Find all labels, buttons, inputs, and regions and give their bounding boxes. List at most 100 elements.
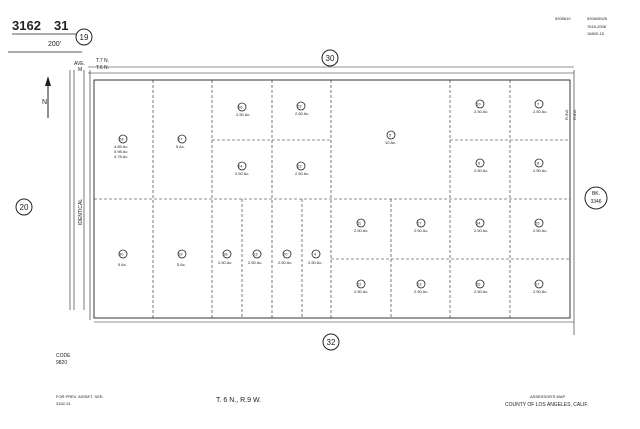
svg-text:13: 13 (253, 252, 258, 257)
township-7n: T.7 N. (96, 58, 109, 64)
svg-text:24: 24 (238, 164, 243, 169)
svg-text:2.50 Ac.: 2.50 Ac. (235, 171, 249, 176)
svg-text:4: 4 (314, 252, 317, 257)
range-8w-label: R.8W. (572, 109, 577, 120)
svg-text:30: 30 (119, 252, 124, 257)
svg-text:2.50 Ac.: 2.50 Ac. (295, 111, 309, 116)
range-9w-label: R.9W. (564, 109, 569, 120)
svg-text:2.50 Ac.: 2.50 Ac. (414, 289, 428, 294)
svg-text:18: 18 (223, 252, 228, 257)
assessor-county: COUNTY OF LOS ANGELES, CALIF. (505, 402, 588, 408)
svg-text:0.98 Ac.: 0.98 Ac. (114, 149, 128, 154)
svg-text:2.50 Ac.: 2.50 Ac. (533, 109, 547, 114)
code-value: 9820 (56, 360, 67, 366)
svg-text:2.50 Ac.: 2.50 Ac. (474, 228, 488, 233)
svg-text:12: 12 (357, 282, 362, 287)
parcel-30: 30 5 Ac. (118, 249, 128, 267)
svg-text:2.50 Ac.: 2.50 Ac. (236, 112, 250, 117)
parcel-7: 7 2.50 Ac. (533, 99, 547, 114)
parcel-27: 27 5 Ac. (176, 134, 187, 149)
parcel-28: 28 4.89 Ac. 0.98 Ac. 4.78 Ac. (114, 134, 128, 159)
svg-text:28: 28 (119, 137, 124, 142)
svg-text:5 Ac.: 5 Ac. (176, 144, 185, 149)
parcel-15: 15 2.50 Ac. (533, 218, 547, 233)
svg-text:9: 9 (478, 161, 481, 166)
svg-text:15: 15 (535, 221, 540, 226)
svg-text:2.50 Ac.: 2.50 Ac. (474, 168, 488, 173)
parcel-13a: 13 2.50 Ac. (248, 249, 262, 265)
svg-text:17: 17 (417, 221, 422, 226)
svg-text:19: 19 (178, 252, 183, 257)
svg-text:2.50 Ac.: 2.50 Ac. (218, 260, 232, 265)
svg-text:2.50 Ac.: 2.50 Ac. (414, 228, 428, 233)
svg-text:8: 8 (537, 161, 540, 166)
parcel-17a: 17 2.50 Ac. (414, 218, 428, 233)
svg-text:2.50 Ac.: 2.50 Ac. (248, 260, 262, 265)
code-label: CODE (56, 353, 71, 359)
parcel-22: 22 2.50 Ac. (295, 161, 309, 176)
parcel-10: 10 2.50 Ac. (474, 99, 488, 114)
book-ref-marker (584, 186, 608, 210)
parcel-11: 11 2.50 Ac. (354, 218, 368, 233)
svg-text:5: 5 (389, 133, 392, 138)
svg-text:5 Ac.: 5 Ac. (118, 262, 127, 267)
assessor-title: ASSESSOR'S MAP (530, 394, 566, 399)
section-20-marker (15, 198, 33, 216)
parcel-20: 20 2.50 Ac. (278, 249, 292, 265)
parcel-5: 5 10 Ac. (385, 130, 396, 145)
svg-text:16: 16 (476, 282, 481, 287)
svg-text:4.89 Ac.: 4.89 Ac. (114, 144, 128, 149)
section-30-marker (321, 49, 339, 67)
svg-text:13: 13 (417, 282, 422, 287)
parcel-19: 19 5 Ac. (177, 249, 187, 267)
identical-label: IDENTICAL (78, 199, 84, 225)
svg-text:17: 17 (535, 282, 540, 287)
parcel-26: 26 2.50 Ac. (236, 102, 250, 117)
scale-label: 200' (48, 41, 61, 48)
ave-sub: M (78, 67, 82, 73)
svg-text:2.50 Ac.: 2.50 Ac. (474, 109, 488, 114)
parcel-13b: 13 2.50 Ac. (414, 279, 428, 294)
section-20-label: 20 (20, 203, 29, 212)
svg-text:2.50 Ac.: 2.50 Ac. (354, 228, 368, 233)
north-arrow-head (45, 76, 51, 86)
parcel-4: 4 2.50 Ac. (308, 249, 322, 265)
svg-text:2.50 Ac.: 2.50 Ac. (278, 260, 292, 265)
parcel-12: 12 2.50 Ac. (354, 279, 368, 294)
book-number: 3162 (12, 18, 41, 33)
parcel-16: 16 2.50 Ac. (474, 279, 488, 294)
township-6n: T.6 N. (96, 65, 109, 71)
section-19-marker (75, 28, 93, 46)
parcel-23: 23 2.50 Ac. (295, 101, 309, 116)
code-right-3: 7615-2008 (587, 24, 607, 29)
section-19-label: 19 (80, 33, 89, 42)
section-30-label: 30 (326, 54, 335, 63)
svg-text:5 Ac.: 5 Ac. (177, 262, 186, 267)
svg-text:10: 10 (476, 102, 481, 107)
svg-text:2.50 Ac.: 2.50 Ac. (533, 228, 547, 233)
parcel-18: 18 2.50 Ac. (218, 249, 232, 265)
svg-text:27: 27 (178, 137, 183, 142)
code-right-4: 16800-15 (587, 31, 605, 36)
svg-text:26: 26 (238, 105, 243, 110)
parcel-14: 14 2.50 Ac. (474, 218, 488, 233)
section-32-label: 32 (327, 338, 336, 347)
parcel-17b: 17 2.50 Ac. (533, 279, 547, 294)
svg-text:2.50 Ac.: 2.50 Ac. (354, 289, 368, 294)
svg-text:10 Ac.: 10 Ac. (385, 140, 396, 145)
book-ref-label: BK. (592, 191, 600, 197)
svg-text:4.78 Ac.: 4.78 Ac. (114, 154, 128, 159)
prev-assessment-ref: 3162-31 (56, 401, 71, 406)
parcel-grid (94, 80, 570, 318)
ave-label: AVE. (74, 61, 85, 67)
svg-text:20: 20 (283, 252, 288, 257)
code-right-1: 9205610 (555, 16, 571, 21)
parcel-9: 9 2.50 Ac. (474, 158, 488, 173)
page-number: 31 (54, 18, 68, 33)
svg-text:23: 23 (297, 104, 302, 109)
prev-assessment-label: FOR PREV. ASSM'T. SEE: (56, 394, 104, 399)
township-footer: T. 6 N., R.9 W. (216, 397, 261, 404)
svg-text:2.50 Ac.: 2.50 Ac. (295, 171, 309, 176)
code-right-2: 920605525 (587, 16, 608, 21)
